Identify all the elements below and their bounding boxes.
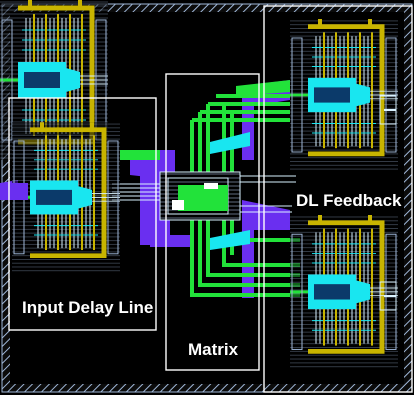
green-link	[120, 80, 290, 160]
matrix-label: Matrix	[188, 340, 239, 359]
dl-feedback-bottom-block	[290, 215, 398, 369]
dl-feedback-top-block	[290, 19, 398, 171]
block-outlines	[8, 5, 413, 393]
dl-feedback-outline	[263, 5, 413, 393]
dl-feedback-label: DL Feedback	[296, 191, 402, 210]
green-routing	[190, 94, 300, 297]
input-delay-line-outline	[8, 97, 157, 331]
input-delay-line-block	[0, 122, 120, 272]
cyan-strips	[210, 132, 250, 250]
matrix-outline	[165, 73, 260, 371]
matrix-core	[159, 171, 241, 221]
input-delay-line-label: Input Delay Line	[22, 298, 154, 317]
